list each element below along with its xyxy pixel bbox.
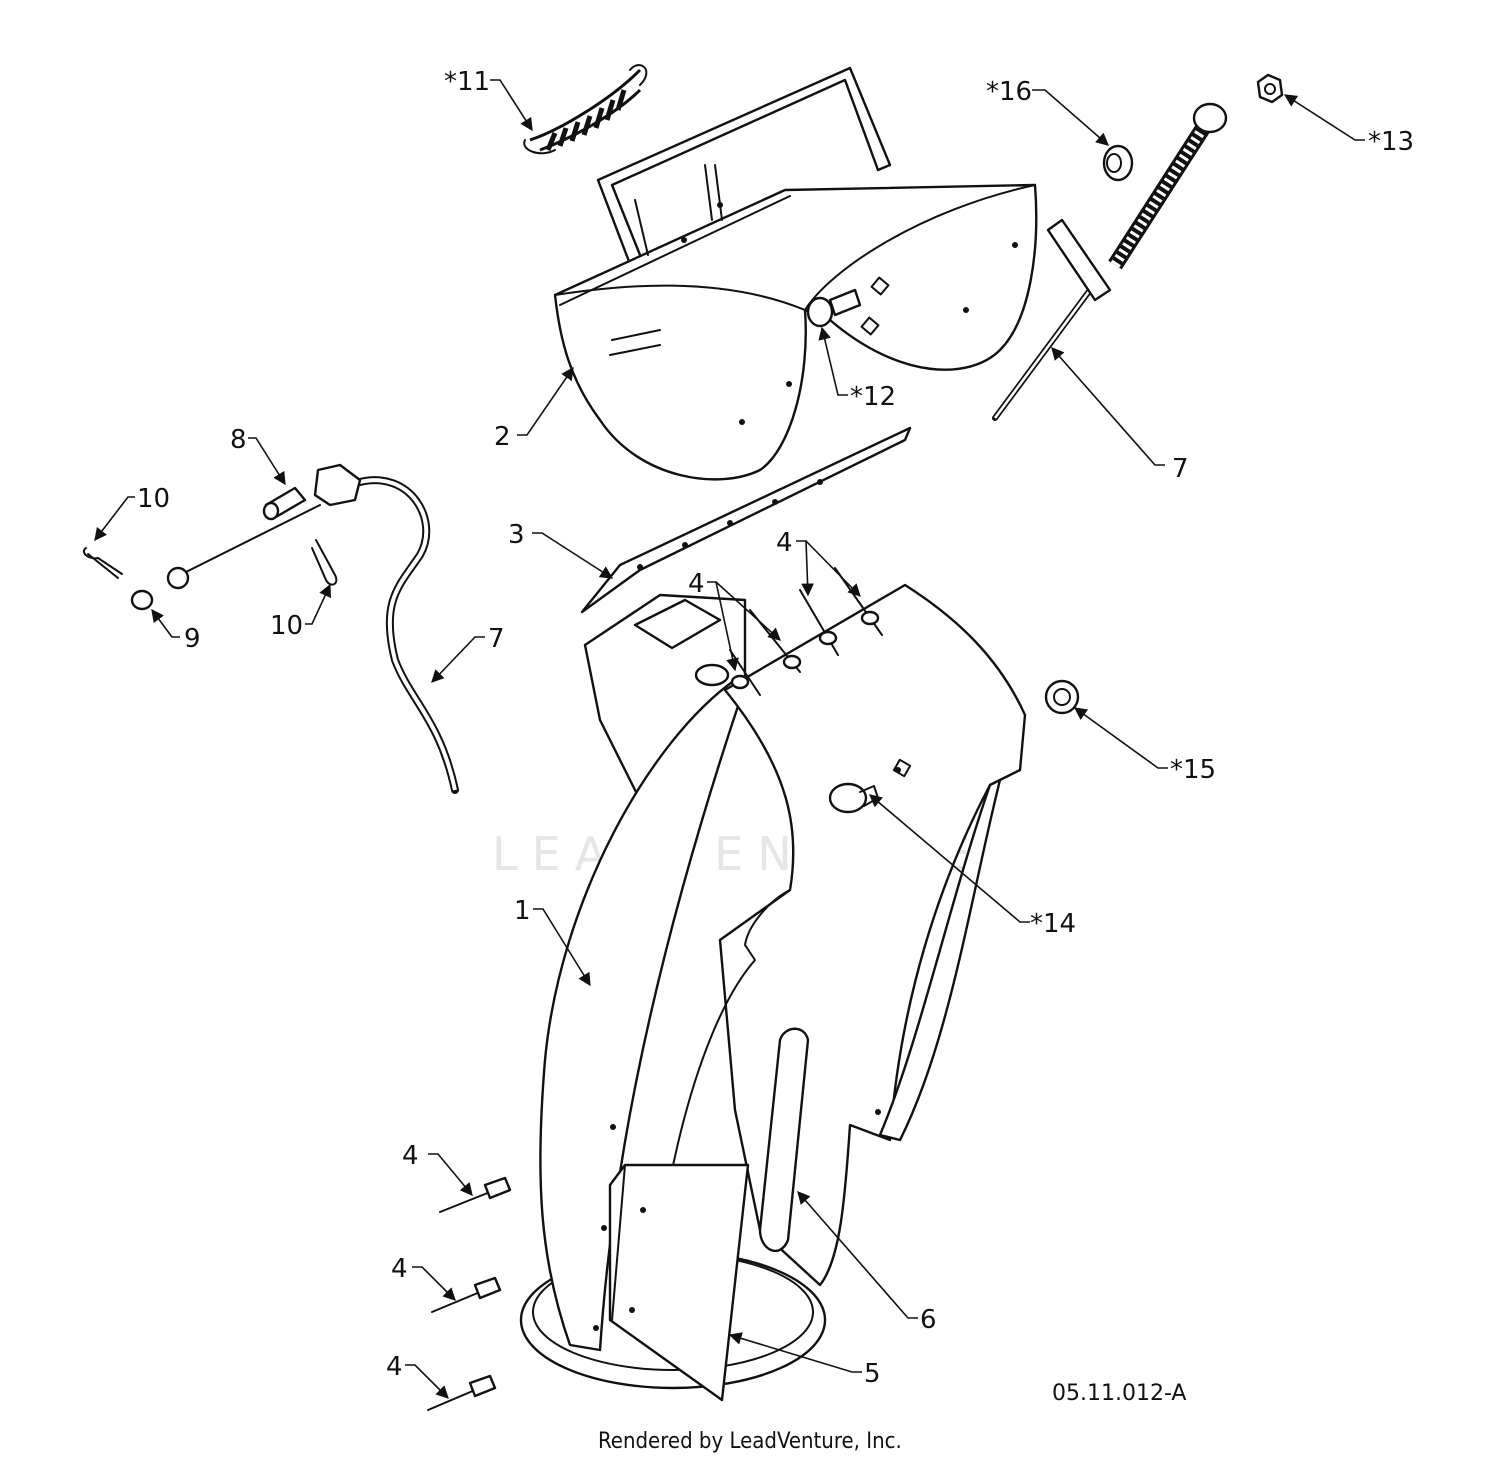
rod-and-spring-part-7-right	[992, 102, 1228, 421]
callout-15: *15	[1170, 755, 1216, 785]
cotter-pin-part-10-left	[82, 547, 123, 579]
callout-7-left: 7	[488, 624, 505, 654]
cable-assembly-part-7-left	[166, 463, 459, 794]
callout-11: *11	[444, 67, 490, 97]
callout-7-right: 7	[1172, 454, 1189, 484]
callout-16: *16	[986, 77, 1032, 107]
callout-14: *14	[1030, 909, 1076, 939]
spring-part-11	[523, 64, 648, 155]
nut-part-13	[1256, 73, 1284, 104]
leader-lines	[94, 79, 1365, 1399]
strip-plate-part-3	[580, 426, 912, 614]
drawing-number: 05.11.012-A	[1052, 1381, 1186, 1406]
callout-4-lower-bottom: 4	[386, 1352, 403, 1382]
callout-12: *12	[850, 382, 896, 412]
upper-deflector-part-2	[553, 66, 1038, 481]
callout-labels: *11 *16 *13 *12 2 7 8 10 9 10 7 3 4 4 *1…	[137, 67, 1414, 1389]
callout-10-left: 10	[137, 484, 170, 514]
callout-4-lower-middle: 4	[391, 1254, 408, 1284]
callout-1: 1	[514, 896, 531, 926]
pin-part-8	[262, 486, 307, 521]
chute-body-part-1	[519, 583, 1027, 1390]
bushing-part-16	[1102, 144, 1134, 182]
callout-2: 2	[494, 422, 511, 452]
render-credit: Rendered by LeadVenture, Inc.	[598, 1429, 902, 1454]
callout-4-upper-right: 4	[776, 528, 793, 558]
callout-8: 8	[230, 425, 247, 455]
callout-3: 3	[508, 520, 525, 550]
callout-4-upper-left: 4	[688, 569, 705, 599]
callout-13: *13	[1368, 127, 1414, 157]
loose-rivet-part-4-bottom	[427, 1374, 497, 1411]
plug-part-9	[130, 589, 154, 611]
callout-4-lower-top: 4	[402, 1141, 419, 1171]
flange-nut-part-15	[1044, 679, 1080, 715]
deflector-plate-part-5	[608, 1163, 750, 1402]
callout-10-right: 10	[270, 611, 303, 641]
callout-6: 6	[920, 1305, 937, 1335]
callout-9: 9	[184, 624, 201, 654]
callout-5: 5	[864, 1359, 881, 1389]
loose-rivet-part-4-middle	[431, 1276, 502, 1313]
loose-rivet-part-4-top	[439, 1176, 512, 1213]
cotter-pin-part-10-right	[311, 539, 338, 586]
